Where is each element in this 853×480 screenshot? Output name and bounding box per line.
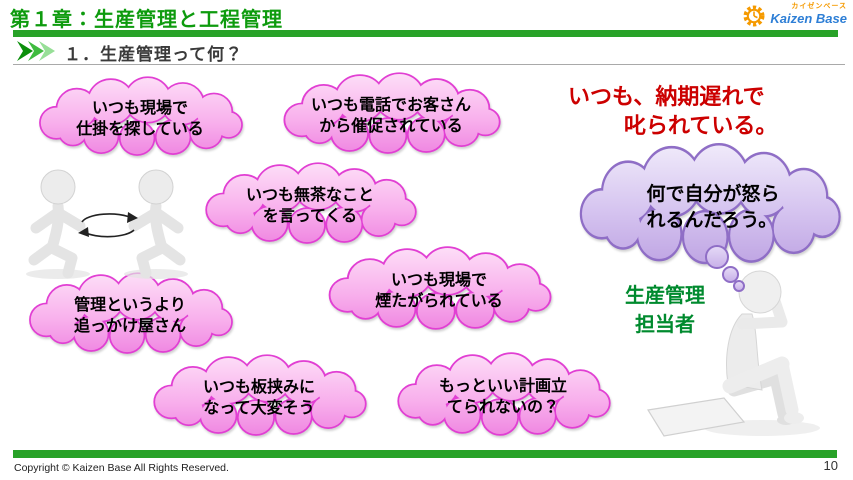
- red-warning-line2: 叱られている。: [624, 113, 778, 138]
- speech-bubble-genba-shikake: いつも現場で 仕掛を探している: [33, 76, 247, 159]
- paper-sheet-image: [647, 397, 746, 437]
- cycle-arrows-icon: [81, 213, 135, 238]
- footer-divider-bar: [13, 450, 837, 458]
- thought-bubble: 何で自分が怒ら れるんだろう。: [572, 143, 846, 269]
- speech-bubble-text: いつも現場で 仕掛を探している: [76, 100, 204, 138]
- logo-tagline: カイゼンベース: [791, 3, 847, 10]
- role-label: 生産管理 担当者: [625, 285, 705, 336]
- gear-icon: [743, 5, 765, 27]
- kaizen-base-logo: カイゼンベース Kaizen Base: [742, 2, 848, 30]
- speech-bubble-text: いつも電話でお客さん から催促されている: [310, 97, 471, 135]
- speech-bubble-okkakeya: 管理というより 追っかけ屋さん: [23, 272, 237, 357]
- thought-tail-dot-large: [705, 245, 729, 269]
- speech-bubble-text: もっといい計画立 てられないの？: [438, 378, 567, 416]
- logo-name: Kaizen Base: [770, 11, 847, 26]
- worried-worker-image: [647, 270, 820, 437]
- speech-bubble-text: いつも現場で 煙たがられている: [375, 272, 503, 310]
- thought-bubble-text: 何で自分が怒ら れるんだろう。: [646, 184, 780, 231]
- speech-bubble-keikaku: もっといい計画立 てられないの？: [391, 352, 615, 439]
- speech-bubble-kemutagarareru: いつも現場で 煙たがられている: [322, 246, 556, 333]
- speech-bubble-text: 管理というより 追っかけ屋さん: [73, 297, 186, 335]
- speech-bubble-itabasami: いつも板挟みに なって大変そう: [147, 354, 371, 439]
- speech-bubble-mucha: いつも無茶なこと を言ってくる: [199, 162, 421, 247]
- speech-bubble-text: いつも板挟みに なって大変そう: [202, 379, 315, 417]
- page-title: 第１章：生産管理と工程管理: [10, 9, 283, 31]
- red-warning-line1: いつも、納期遅れで: [568, 84, 765, 109]
- section-title: １．生産管理って何？: [64, 45, 244, 64]
- copyright-text: Copyright © Kaizen Base All Rights Reser…: [14, 462, 229, 474]
- triple-chevron-icon: [17, 41, 55, 61]
- thought-tail-dot-small: [733, 280, 745, 292]
- section-underline: [13, 64, 845, 65]
- chasing-figures-image: [26, 169, 188, 279]
- red-warning-text: いつも、納期遅れで 叱られている。: [568, 82, 777, 140]
- thought-tail-dot-medium: [722, 266, 739, 283]
- speech-bubble-text: いつも無茶なこと を言ってくる: [245, 187, 374, 225]
- header-divider-bar: [13, 30, 838, 37]
- page-number: 10: [823, 458, 838, 473]
- speech-bubble-denwa-saisoku: いつも電話でお客さん から催促されている: [277, 72, 505, 157]
